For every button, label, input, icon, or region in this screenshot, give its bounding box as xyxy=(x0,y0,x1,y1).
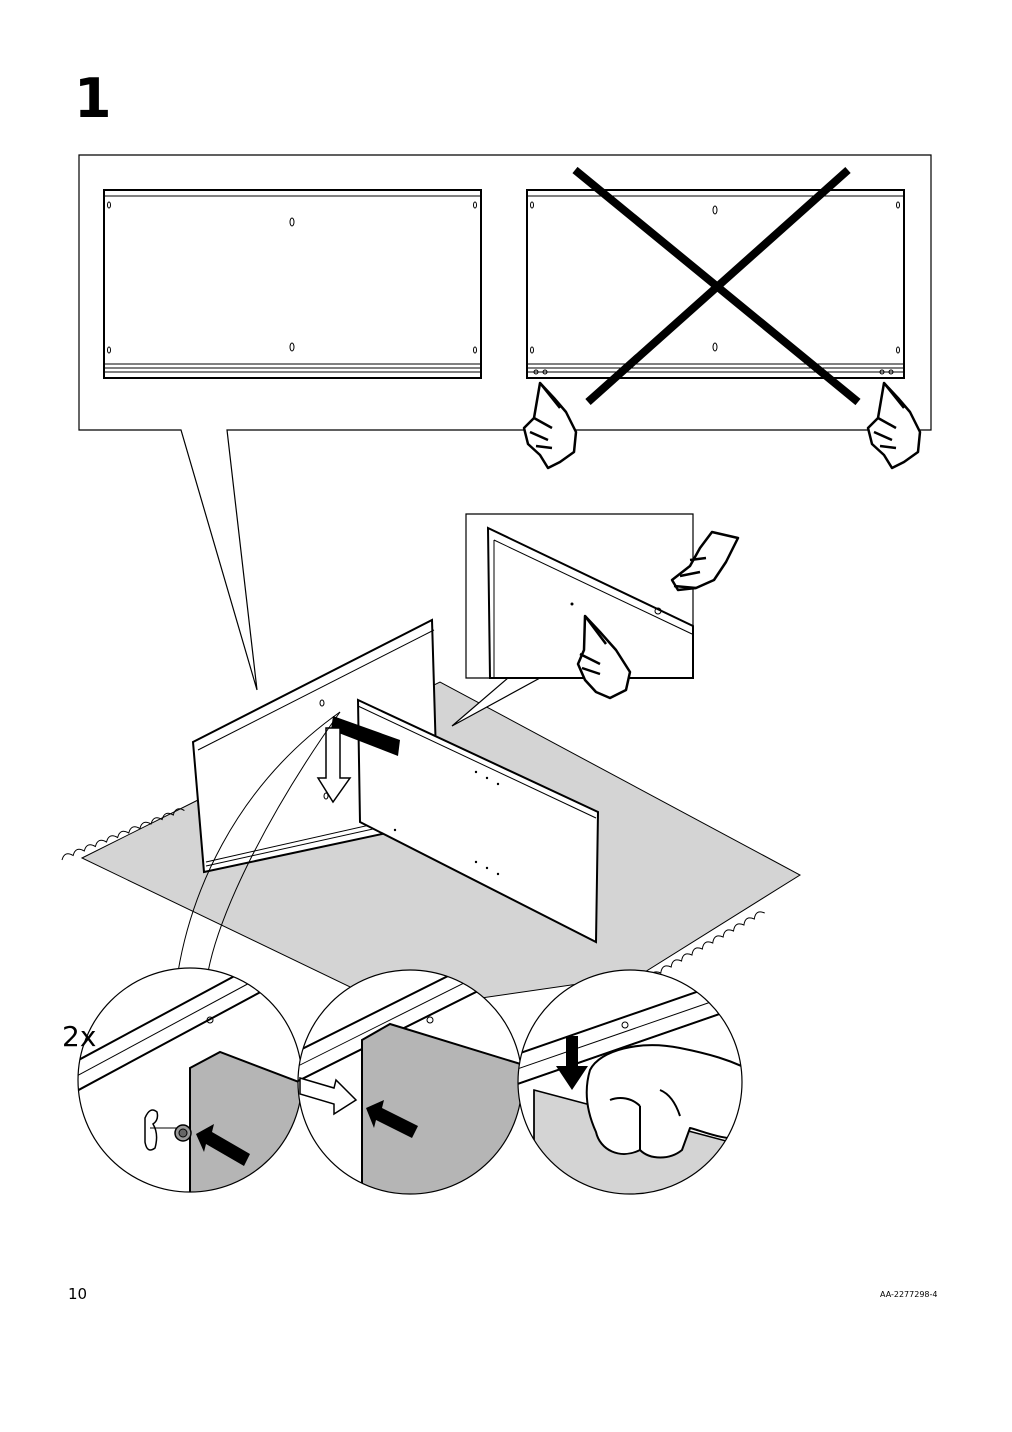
top-callout xyxy=(78,154,932,691)
document-code: AA-2277298-4 xyxy=(880,1290,938,1299)
front-panel xyxy=(356,698,600,944)
step-number: 1 xyxy=(74,67,112,130)
pressing-hand-icon xyxy=(585,1044,742,1159)
page-number: 10 xyxy=(68,1285,88,1303)
pointing-hand-icon xyxy=(866,381,922,470)
pointing-hand-icon xyxy=(576,614,632,700)
pointing-hand-icon xyxy=(670,530,740,592)
detail-circle-insert-pins xyxy=(77,967,303,1193)
detail-callout xyxy=(451,513,740,727)
detail-circle-press-down xyxy=(517,969,743,1195)
pointing-hand-icon xyxy=(522,381,578,470)
push-arrow-icon xyxy=(366,1100,418,1138)
correct-panel-orientation xyxy=(103,189,482,379)
press-arrow-icon xyxy=(556,1036,588,1090)
cross-mark-icon xyxy=(572,166,861,406)
push-arrow-icon xyxy=(196,1124,250,1166)
slide-arrow-icon xyxy=(316,716,400,804)
quantity-label: 2x xyxy=(62,1020,96,1053)
